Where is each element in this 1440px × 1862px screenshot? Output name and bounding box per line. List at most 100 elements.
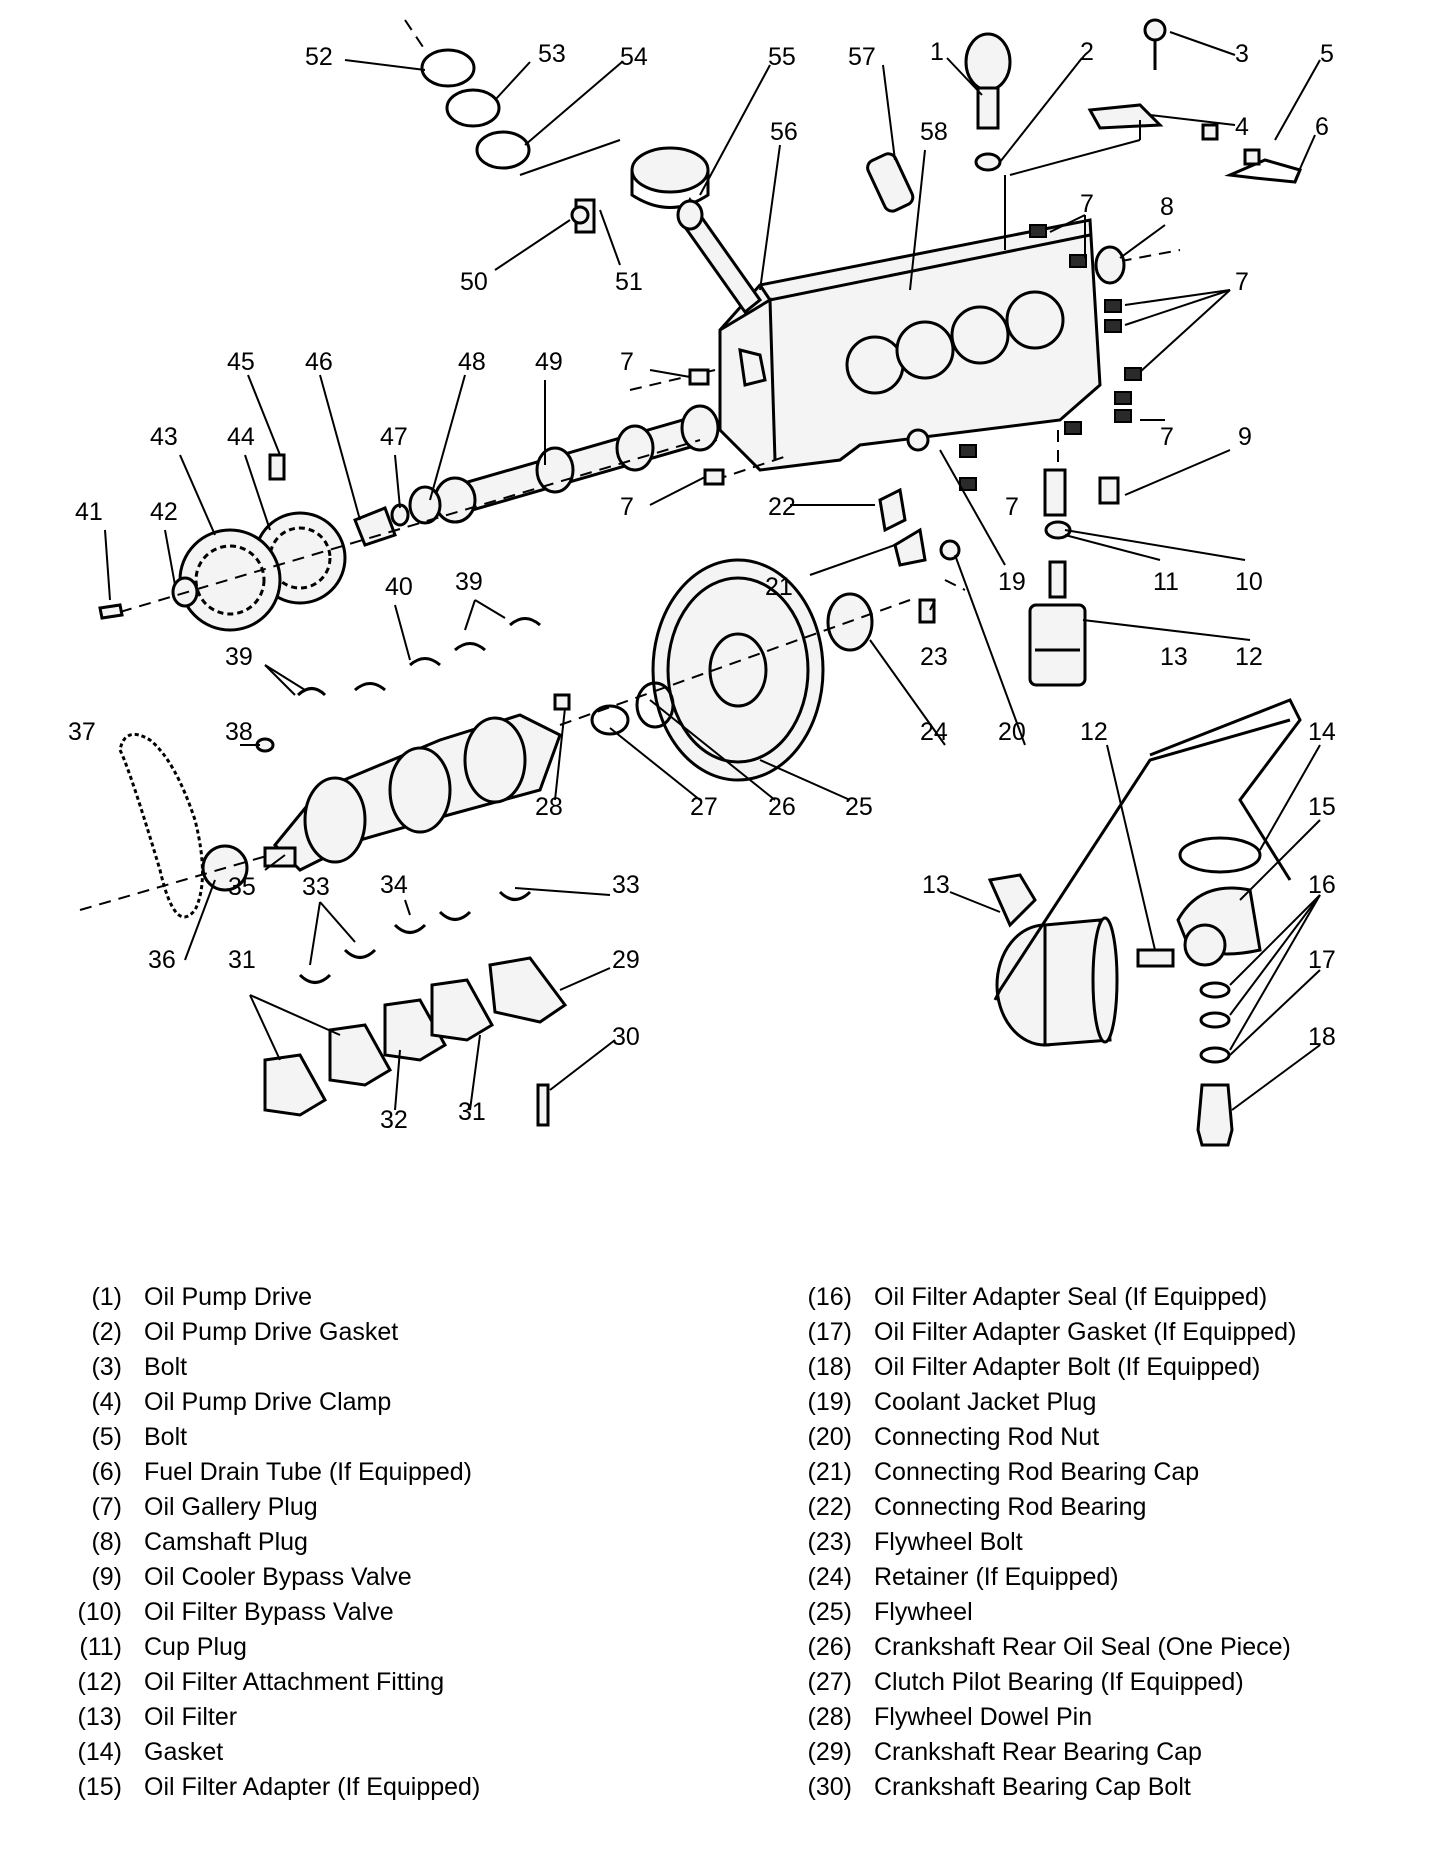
legend-number: (26) — [807, 1633, 852, 1661]
legend-label: Crankshaft Bearing Cap Bolt — [874, 1773, 1191, 1801]
legend-item: (19)Coolant Jacket Plug — [790, 1385, 1296, 1420]
legend-label: Oil Cooler Bypass Valve — [144, 1563, 412, 1591]
callout: 50 — [460, 268, 488, 296]
callout: 27 — [690, 793, 718, 821]
callout: 16 — [1308, 871, 1336, 899]
legend-item: (22)Connecting Rod Bearing — [790, 1490, 1296, 1525]
callout: 36 — [148, 946, 176, 974]
callout: 15 — [1308, 793, 1336, 821]
legend-item: (7)Oil Gallery Plug — [60, 1490, 480, 1525]
legend-item: (12)Oil Filter Attachment Fitting — [60, 1665, 480, 1700]
legend-item: (11) Cup Plug — [60, 1630, 480, 1665]
legend-number: (14) — [77, 1738, 122, 1766]
legend-number: (17) — [807, 1318, 852, 1346]
legend-label: Flywheel Dowel Pin — [874, 1703, 1093, 1731]
callout: 7 — [1160, 423, 1174, 451]
callout: 8 — [1160, 193, 1174, 221]
legend-label: Fuel Drain Tube (If Equipped) — [144, 1458, 472, 1486]
legend-item: (30)Crankshaft Bearing Cap Bolt — [790, 1770, 1296, 1805]
callout: 45 — [227, 348, 255, 376]
legend-number: (9) — [91, 1563, 122, 1591]
legend-item: (16)Oil Filter Adapter Seal (If Equipped… — [790, 1280, 1296, 1315]
bearing-shells — [296, 617, 541, 984]
callout: 53 — [538, 40, 566, 68]
legend-label: Connecting Rod Bearing — [874, 1493, 1147, 1521]
legend-label: Oil Gallery Plug — [144, 1493, 318, 1521]
callout: 52 — [305, 43, 333, 71]
parts-legend-right: (16)Oil Filter Adapter Seal (If Equipped… — [790, 1280, 1297, 1805]
legend-item: (10)Oil Filter Bypass Valve — [60, 1595, 480, 1630]
callout: 38 — [225, 718, 253, 746]
oil-filter-components — [987, 468, 1302, 1147]
callout: 39 — [455, 568, 483, 596]
legend-item: (25)Flywheel — [790, 1595, 1296, 1630]
main-bearing-caps — [263, 956, 568, 1127]
legend-label: Crankshaft Rear Bearing Cap — [874, 1738, 1202, 1766]
legend-number: (4) — [91, 1388, 122, 1416]
legend-item: (24) Retainer (If Equipped) — [790, 1560, 1296, 1595]
callout: 12 — [1080, 718, 1108, 746]
callout: 3 — [1235, 40, 1249, 68]
legend-number: (24) — [807, 1563, 852, 1591]
callout: 22 — [768, 493, 796, 521]
callout: 18 — [1308, 1023, 1336, 1051]
legend-number: (11) — [79, 1633, 122, 1661]
legend-item: (27)Clutch Pilot Bearing (If Equipped) — [790, 1665, 1296, 1700]
legend-item: (2) Oil Pump Drive Gasket — [60, 1315, 480, 1350]
legend-number: (3) — [91, 1353, 122, 1381]
legend-item: (20)Connecting Rod Nut — [790, 1420, 1296, 1455]
legend-number: (10) — [77, 1598, 122, 1626]
callout: 30 — [612, 1023, 640, 1051]
callout: 42 — [150, 498, 178, 526]
legend-label: Flywheel Bolt — [874, 1528, 1023, 1556]
callout: 29 — [612, 946, 640, 974]
legend-number: (5) — [91, 1423, 122, 1451]
callout: 43 — [150, 423, 178, 451]
callout: 46 — [305, 348, 333, 376]
legend-number: (20) — [807, 1423, 852, 1451]
callout: 17 — [1308, 946, 1336, 974]
flywheel — [590, 558, 874, 782]
callout: 13 — [1160, 643, 1188, 671]
callout: 41 — [75, 498, 103, 526]
callout: 24 — [920, 718, 948, 746]
callout: 1 — [930, 38, 944, 66]
callout: 32 — [380, 1106, 408, 1134]
assembly-lines — [79, 19, 1181, 911]
legend-label: Cup Plug — [144, 1633, 247, 1661]
callout: 48 — [458, 348, 486, 376]
small-parts — [255, 123, 1261, 753]
legend-label: Oil Pump Drive Gasket — [144, 1318, 399, 1346]
callout: 13 — [922, 871, 950, 899]
legend-number: (28) — [807, 1703, 852, 1731]
legend-label: Oil Filter Attachment Fitting — [144, 1668, 445, 1696]
callout: 10 — [1235, 568, 1263, 596]
callout: 31 — [228, 946, 256, 974]
callout: 5 — [1320, 40, 1334, 68]
callout: 57 — [848, 43, 876, 71]
legend-number: (21) — [807, 1458, 852, 1486]
callout: 12 — [1235, 643, 1263, 671]
callout: 33 — [612, 871, 640, 899]
callout: 7 — [1005, 493, 1019, 521]
exploded-engine-diagram: 52 53 54 55 57 1 2 3 5 56 58 4 6 50 51 7… — [68, 18, 1336, 1147]
legend-item: (3)Bolt — [60, 1350, 480, 1385]
engine-block — [718, 218, 1102, 472]
callout: 39 — [225, 643, 253, 671]
legend-label: Retainer (If Equipped) — [874, 1563, 1119, 1591]
callout: 23 — [920, 643, 948, 671]
callout: 31 — [458, 1098, 486, 1126]
callout: 7 — [1235, 268, 1249, 296]
legend-number: (1) — [91, 1283, 122, 1311]
legend-number: (15) — [77, 1773, 122, 1801]
callout: 55 — [768, 43, 796, 71]
legend-item: (1)Oil Pump Drive — [60, 1280, 480, 1315]
legend-number: (2) — [91, 1318, 122, 1346]
callout: 56 — [770, 118, 798, 146]
crankshaft — [263, 713, 562, 872]
legend-label: Oil Filter Adapter Seal (If Equipped) — [874, 1283, 1268, 1311]
legend-label: Camshaft Plug — [144, 1528, 308, 1556]
legend-number: (13) — [77, 1703, 122, 1731]
callout: 20 — [998, 718, 1026, 746]
legend-label: Connecting Rod Bearing Cap — [874, 1458, 1200, 1486]
